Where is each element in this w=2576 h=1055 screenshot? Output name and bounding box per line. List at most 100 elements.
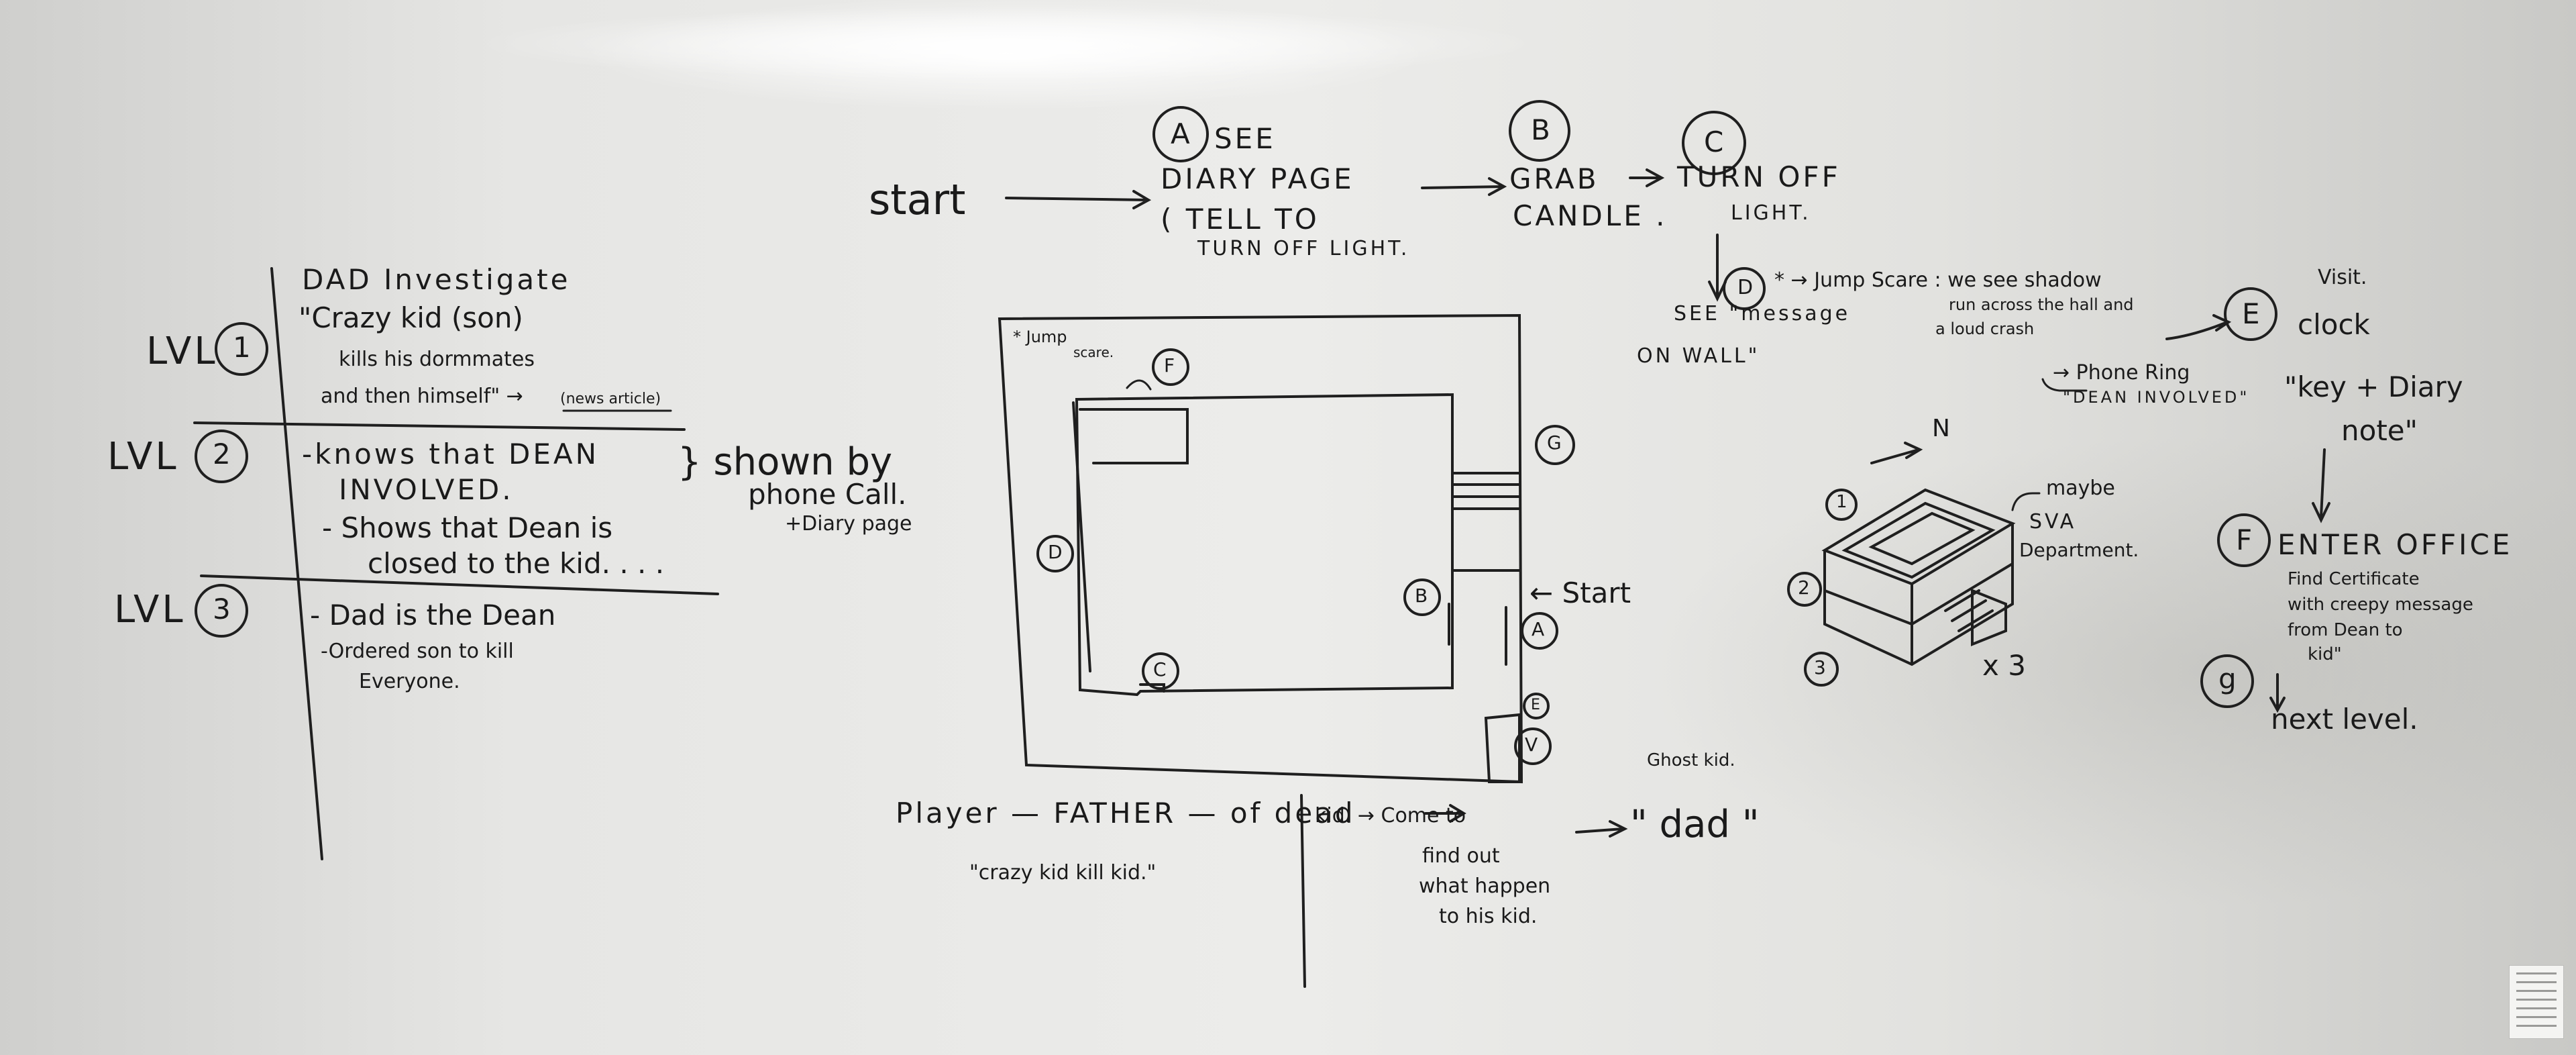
flow-f-text: ENTER OFFICE bbox=[2277, 528, 2513, 561]
lvl3-line-1: - Dad is the Dean bbox=[310, 599, 556, 632]
lvl3-number: 3 bbox=[213, 593, 231, 625]
lvl3-label: LVL bbox=[114, 588, 186, 632]
flow-b-line-2: CANDLE . bbox=[1513, 199, 1668, 232]
map-f-circle bbox=[1152, 348, 1189, 386]
map-marker-e: E bbox=[1531, 697, 1540, 713]
map-jump-note-2: scare. bbox=[1073, 344, 1114, 360]
bottom-divider bbox=[1300, 794, 1306, 988]
building-note-3: Department. bbox=[2019, 539, 2139, 561]
b-circle bbox=[1509, 100, 1570, 162]
building-times: x 3 bbox=[1982, 649, 2026, 682]
flow-phone-ring-2: "DEAN INVOLVED" bbox=[2063, 388, 2250, 407]
lvl3-line-3: Everyone. bbox=[359, 670, 460, 693]
flow-f-marker: F bbox=[2236, 523, 2253, 556]
lvl2-note-2: phone Call. bbox=[748, 478, 907, 511]
player-line-1: Player — FATHER — of dead bbox=[896, 797, 1356, 830]
flow-c-line-2: LIGHT. bbox=[1731, 201, 1811, 225]
flow-jump-scare: * → Jump Scare : we see shadow bbox=[1774, 268, 2102, 292]
floor-3: 3 bbox=[1814, 656, 1826, 679]
lvl2-note-1: } shown by bbox=[678, 440, 893, 484]
map-outer bbox=[998, 313, 1523, 784]
building-note-2: SVA bbox=[2029, 510, 2077, 534]
map-marker-g: G bbox=[1547, 432, 1562, 454]
flow-jump-scare-3: a loud crash bbox=[1935, 319, 2035, 338]
floor-2: 2 bbox=[1798, 576, 1810, 599]
flow-f-note-3: from Dean to bbox=[2288, 620, 2403, 640]
flow-g-text: next level. bbox=[2271, 703, 2418, 736]
map-marker-f: F bbox=[1164, 354, 1175, 376]
arrow-b-c bbox=[1629, 168, 1665, 187]
building-note-1: maybe bbox=[2046, 476, 2115, 500]
level-divider-vertical bbox=[270, 267, 323, 860]
lvl2-line-2: INVOLVED. bbox=[339, 473, 514, 506]
lvl3-line-2: -Ordered son to kill bbox=[321, 640, 514, 663]
flow-c-line-1: TURN OFF bbox=[1677, 160, 1841, 193]
floor-2-circle bbox=[1787, 572, 1822, 607]
level-divider-1 bbox=[193, 421, 686, 431]
flow-e-marker: E bbox=[2242, 297, 2260, 330]
floor-3-circle bbox=[1804, 652, 1839, 687]
light-glare bbox=[470, 7, 1543, 81]
flow-b-marker: B bbox=[1531, 113, 1550, 146]
lvl1-line-5: (news article) bbox=[560, 391, 661, 407]
flow-jump-scare-2: run across the hall and bbox=[1949, 295, 2134, 314]
map-b-circle bbox=[1403, 579, 1441, 616]
g-circle bbox=[2200, 654, 2254, 708]
lvl2-line-4: closed to the kid. . . . bbox=[368, 547, 665, 580]
lvl2-circle bbox=[195, 430, 248, 483]
map-d-circle bbox=[1036, 535, 1074, 572]
flow-phone-ring-1: → Phone Ring bbox=[2053, 361, 2190, 385]
player-line-2: "crazy kid kill kid." bbox=[969, 861, 1157, 885]
map-a-circle bbox=[1521, 612, 1558, 650]
d-circle bbox=[1723, 267, 1766, 310]
lvl1-label: LVL bbox=[146, 330, 218, 373]
kid-line-1: kid. → Come to bbox=[1315, 804, 1466, 827]
lvl2-line-3: - Shows that Dean is bbox=[322, 511, 613, 544]
map-c-circle bbox=[1142, 652, 1179, 690]
ghost-label: Ghost kid. bbox=[1647, 750, 1735, 770]
floor-1: 1 bbox=[1836, 492, 1847, 512]
flow-a-line-3: ( TELL TO bbox=[1161, 203, 1320, 236]
lvl2-number: 2 bbox=[213, 438, 231, 470]
kid-line-3: what happen bbox=[1419, 874, 1551, 898]
map-e-circle bbox=[1523, 693, 1550, 719]
level-divider-2 bbox=[200, 574, 719, 595]
e-circle bbox=[2224, 287, 2277, 341]
flow-a-marker: A bbox=[1171, 117, 1190, 150]
map-marker-d: D bbox=[1048, 541, 1063, 563]
flow-a-line-4: TURN OFF LIGHT. bbox=[1197, 237, 1410, 260]
flow-f-note-2: with creepy message bbox=[2288, 595, 2473, 615]
map-jump-note-1: * Jump bbox=[1013, 328, 1067, 346]
flow-e-note-2: note" bbox=[2341, 414, 2418, 447]
arrow-a-b bbox=[1421, 177, 1507, 196]
kid-line-2: find out bbox=[1422, 844, 1500, 868]
lvl1-line-2: "Crazy kid (son) bbox=[299, 301, 523, 334]
flow-g-marker: g bbox=[2218, 662, 2237, 695]
lvl2-note-3: +Diary page bbox=[785, 512, 912, 536]
kid-line-4: to his kid. bbox=[1439, 905, 1538, 928]
map-marker-a: A bbox=[1532, 618, 1545, 640]
f-circle bbox=[2217, 513, 2271, 567]
map-start-label: ← Start bbox=[1529, 576, 1631, 609]
dad-label: " dad " bbox=[1630, 803, 1760, 846]
lvl1-number: 1 bbox=[233, 331, 251, 364]
lvl1-line-3: kills his dormmates bbox=[339, 348, 535, 371]
lvl1-circle bbox=[215, 322, 268, 376]
map-marker-v: V bbox=[1525, 734, 1538, 756]
flow-f-note-1: Find Certificate bbox=[2288, 569, 2420, 589]
flow-d-marker: D bbox=[1737, 276, 1754, 299]
map-marker-c: C bbox=[1153, 658, 1167, 681]
lvl2-label: LVL bbox=[107, 435, 179, 479]
lvl1-line-1: DAD Investigate bbox=[302, 263, 571, 296]
flow-a-line-2: DIARY PAGE bbox=[1161, 162, 1354, 195]
flow-d-line-2: ON WALL" bbox=[1637, 344, 1760, 368]
flow-e-line-1: Visit. bbox=[2318, 266, 2367, 289]
flow-e-note-1: "key + Diary bbox=[2284, 370, 2463, 403]
lvl2-line-1: -knows that DEAN bbox=[302, 438, 600, 470]
lvl3-circle bbox=[195, 584, 248, 638]
flow-a-line-1: SEE bbox=[1214, 122, 1276, 155]
map-g-circle bbox=[1535, 425, 1575, 465]
c-circle bbox=[1682, 111, 1746, 175]
arrow-start-a bbox=[1005, 190, 1152, 209]
